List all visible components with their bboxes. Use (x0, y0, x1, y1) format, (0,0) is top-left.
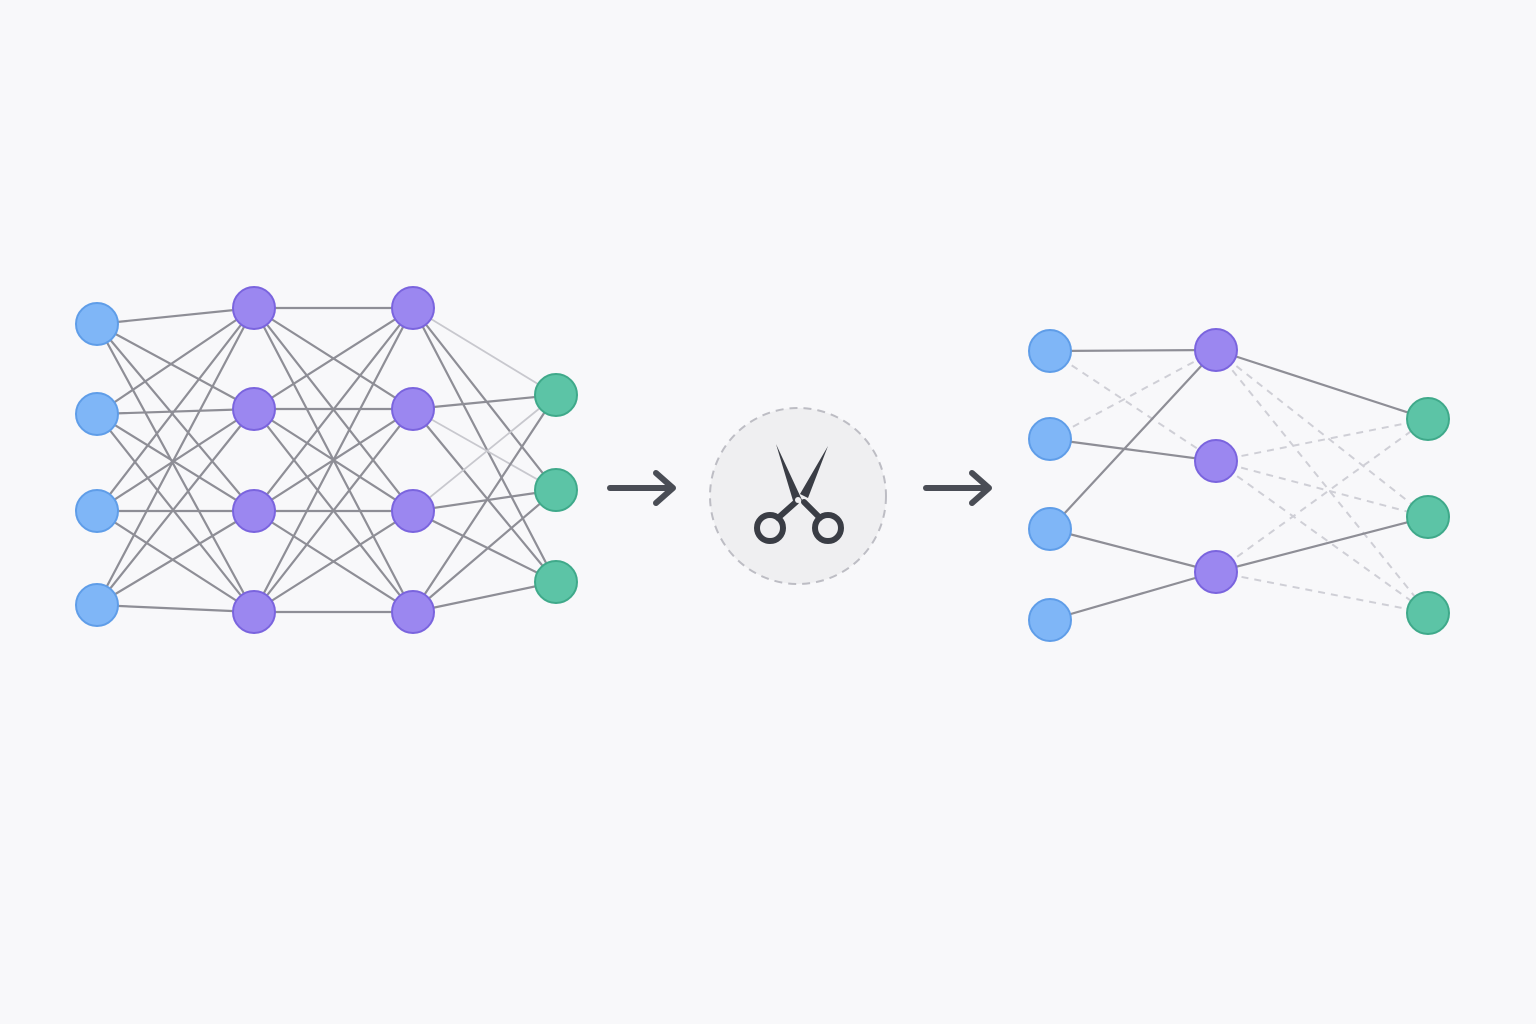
dense-edge (412, 394, 557, 512)
dense-hidden-node (391, 489, 435, 533)
pruned-input-node (1028, 598, 1072, 642)
kept-edge (1214, 348, 1430, 421)
dense-edge (411, 306, 558, 492)
pruned-hidden-node (1194, 328, 1238, 372)
dense-edge (411, 306, 558, 584)
dense-edge (95, 306, 256, 607)
dense-edge (95, 407, 256, 513)
dense-network-edges (95, 306, 558, 614)
pruning-step (709, 407, 887, 585)
pruned-edge (1215, 418, 1429, 573)
dense-edge (95, 322, 256, 513)
kept-edge (1048, 348, 1218, 531)
pruned-edge (1049, 349, 1217, 440)
dense-hidden-node (391, 590, 435, 634)
pruned-input-node (1028, 417, 1072, 461)
kept-edge (1048, 570, 1218, 622)
pruned-output-node (1406, 591, 1450, 635)
dense-edge (95, 306, 256, 513)
dense-edge (411, 509, 558, 584)
pruned-output-node (1406, 397, 1450, 441)
dense-edge (411, 393, 558, 411)
kept-edge (1214, 515, 1430, 574)
dense-edge (95, 412, 256, 614)
dense-edge (95, 306, 256, 416)
dense-edge (252, 306, 415, 513)
dense-edge (412, 408, 557, 491)
pruned-edge (1215, 349, 1429, 614)
scissors-icon (754, 444, 844, 544)
kept-edge (1048, 527, 1218, 574)
kept-edge (1048, 348, 1218, 353)
dense-hidden-node (391, 387, 435, 431)
dense-input-node (75, 489, 119, 533)
dense-edge (95, 509, 256, 607)
dense-hidden-node (232, 387, 276, 431)
dense-edge (252, 306, 415, 411)
dense-hidden-node (391, 286, 435, 330)
pruned-output-node (1406, 495, 1450, 539)
dense-edge (95, 322, 256, 614)
dense-edge (95, 306, 256, 326)
dense-input-node (75, 392, 119, 436)
dense-output-node (534, 468, 578, 512)
dense-input-node (75, 302, 119, 346)
kept-edge (1048, 437, 1218, 463)
dense-edge (411, 488, 558, 513)
dense-edge (95, 407, 256, 416)
pruned-input-node (1028, 329, 1072, 373)
dense-edge (252, 509, 415, 614)
dense-input-node (75, 583, 119, 627)
pruned-network-nodes (1028, 328, 1450, 642)
dense-edge (252, 306, 415, 614)
dense-edge (252, 407, 415, 614)
pruned-edge (1215, 460, 1429, 518)
dense-edge (411, 488, 558, 614)
pruned-hidden-node (1194, 439, 1238, 483)
dense-network-nodes (75, 286, 578, 634)
dense-edge (412, 307, 557, 396)
pruned-edge (1049, 350, 1217, 462)
pruned-edge (1215, 460, 1429, 614)
dense-output-node (534, 373, 578, 417)
dense-edge (411, 580, 558, 614)
dense-edge (95, 603, 256, 614)
dense-hidden-node (232, 590, 276, 634)
dense-edge (411, 393, 558, 614)
dense-edge (95, 509, 256, 614)
dense-edge (95, 322, 256, 411)
dense-edge (95, 412, 256, 513)
pruned-network-edges (1048, 348, 1430, 622)
dense-hidden-node (232, 286, 276, 330)
pruned-hidden-node (1194, 550, 1238, 594)
right-arrow-icon (607, 470, 676, 506)
dense-hidden-node (232, 489, 276, 533)
pruned-edge (1215, 418, 1429, 462)
dense-output-node (534, 560, 578, 604)
right-arrow-icon (923, 470, 992, 506)
pruned-input-node (1028, 507, 1072, 551)
pruned-edge (1215, 571, 1429, 614)
pruned-edge (1215, 349, 1429, 518)
dense-edge (411, 407, 558, 584)
dense-edge (95, 407, 256, 607)
